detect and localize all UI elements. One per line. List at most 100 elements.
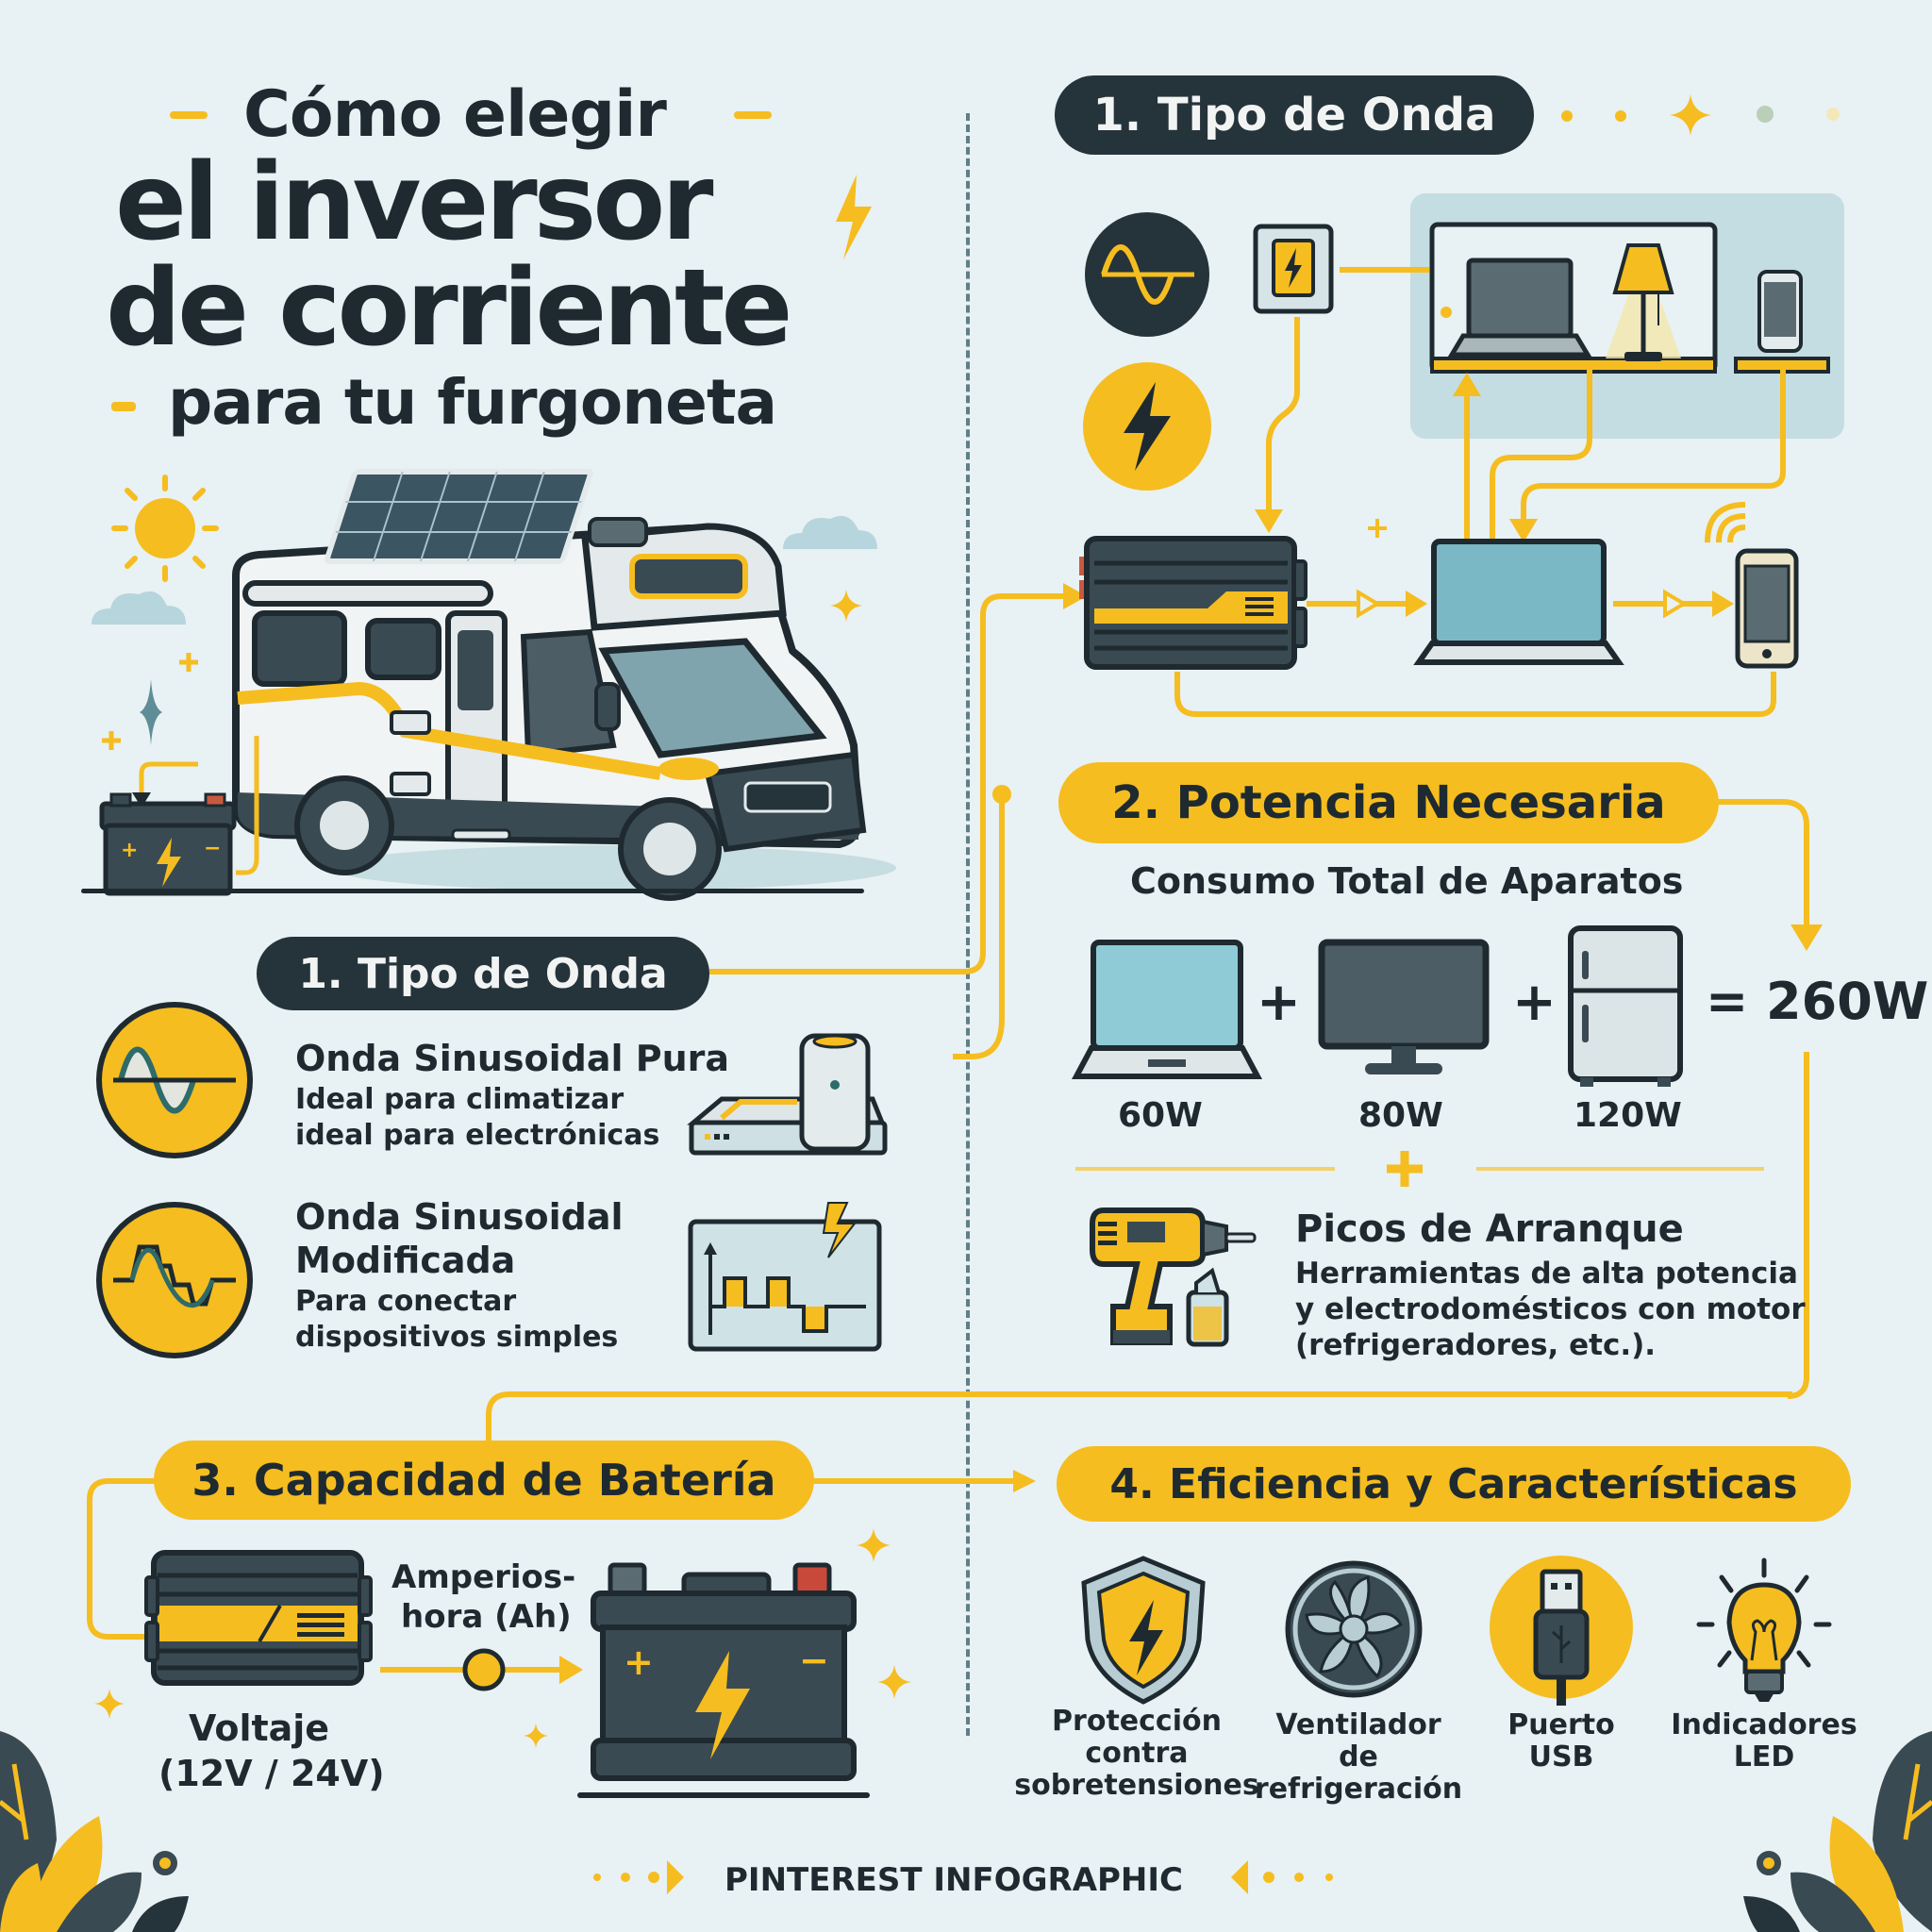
sparkle-icon [1368,519,1387,538]
wifi-icon [1705,502,1746,543]
decor-ring [153,1851,177,1875]
connector-line [87,1478,156,1640]
voltage-label-1: Voltaje [189,1707,330,1749]
sparkle-icon [830,590,862,622]
title-line-2: el inversor [115,142,714,264]
sparkle-icon [94,1689,125,1719]
connector-line [709,583,1087,974]
battery-icon: + − [99,736,259,896]
router-device-icon [687,1033,888,1156]
plus-icon [1387,1151,1423,1187]
peaks-title: Picos de Arranque [1295,1208,1684,1251]
svg-text:+: + [624,1641,654,1683]
svg-text:+: + [121,839,138,862]
usb-icon [1490,1556,1633,1706]
connector-line [486,1391,1792,1446]
pure-sine-wave-icon [96,1002,253,1158]
lamp-icon [1606,243,1681,361]
leaves-left-icon [0,1731,189,1932]
peaks-line-1: Herramientas de alta potencia [1295,1257,1798,1291]
title-dash [170,111,208,119]
sparkle-icon [1670,94,1711,136]
leaves-right-icon [1743,1731,1932,1932]
modified-sine-title-2: Modificada [295,1240,516,1281]
decor-dot [1757,106,1774,123]
sparkle-icon [140,679,162,745]
inverter-icon [1079,536,1307,670]
modified-sine-line-1: Para conectar [295,1285,517,1318]
separator-line [1075,1167,1335,1171]
connector-line [813,1470,1036,1492]
ah-connector-icon [380,1648,583,1691]
svg-text:−: − [799,1640,829,1681]
drill-icon [1090,1208,1257,1347]
fridge-icon [1568,925,1683,1087]
section-3-label: 3. Capacidad de Batería [154,1441,814,1520]
footer-decor-left [593,1860,684,1894]
battery-ground-line [577,1792,870,1798]
laptop-icon [1447,258,1592,358]
cloud-icon [92,591,186,625]
voltage-label-2: (12V / 24V) [158,1753,385,1794]
feature-surge-protection: Protección contra sobretensiones [1014,1705,1259,1802]
cloud-icon [783,515,877,549]
modified-sine-title-1: Onda Sinusoidal [295,1196,624,1238]
shield-lightning-icon [1081,1556,1206,1705]
sun-icon [111,475,219,582]
total-watts: = 260W [1706,972,1929,1031]
footer-label: PINTEREST INFOGRAPHIC [724,1861,1183,1899]
modified-sine-wave-icon [96,1202,253,1358]
feature-cooling-fan: Ventilador de refrigeración [1254,1708,1463,1806]
laptop-icon [1413,539,1624,665]
amp-hours-label-1: Amperios- [391,1558,576,1596]
decor-dot [1441,307,1452,318]
section-4-label: 4. Eficiencia y Características [1057,1446,1851,1522]
sparkle-icon [524,1724,548,1748]
title-dash [734,111,772,119]
square-wave-chart-icon [688,1202,882,1352]
sparkle-icon [857,1528,891,1562]
plus-sign: + [1257,972,1301,1033]
flow-arrow-icon [1613,589,1734,619]
decor-ring [1757,1851,1781,1875]
connector-line [953,785,1011,1059]
monitor-icon [1318,939,1490,1074]
camper-van-icon [232,469,896,901]
laptop-watts: 60W [1118,1096,1203,1135]
battery-icon: + − [591,1562,857,1781]
decor-dot [1615,110,1626,122]
flow-arrow-icon [1307,589,1427,619]
wall-outlet-icon [1253,224,1334,314]
connector-lines [1255,267,1786,566]
section-1-label: 1. Tipo de Onda [257,937,709,1010]
phone-icon [1735,548,1799,669]
title-line-1: Cómo elegir [243,77,667,152]
connector-line [1174,672,1776,717]
sparkle-icon [877,1665,911,1699]
fan-icon [1285,1560,1423,1698]
ground-line [81,889,864,893]
footer-decor-right [1231,1860,1333,1894]
lightning-icon [836,175,872,259]
feature-usb-port: Puerto USB [1507,1708,1615,1774]
monitor-watts: 80W [1358,1096,1443,1135]
phone-icon [1757,270,1803,353]
amp-hours-label-2: hora (Ah) [401,1598,572,1636]
section-2-label: 2. Potencia Necesaria [1058,762,1719,843]
modified-sine-line-2: dispositivos simples [295,1321,619,1354]
inverter-icon [144,1550,373,1686]
sparkle-icon [179,653,198,672]
decor-dot [1561,110,1573,122]
separator-line [1476,1167,1764,1171]
lightning-icon [1083,362,1211,491]
svg-text:−: − [204,837,221,860]
fridge-watts: 120W [1574,1096,1682,1135]
title-dash [111,402,136,411]
plus-sign: + [1512,972,1557,1033]
sine-wave-icon [1085,212,1209,337]
section-1-top-label: 1. Tipo de Onda [1055,75,1534,155]
center-divider [966,113,970,1736]
laptop-icon [1072,940,1262,1079]
consumption-subtitle: Consumo Total de Aparatos [1130,860,1684,902]
decor-dot [1826,108,1840,121]
